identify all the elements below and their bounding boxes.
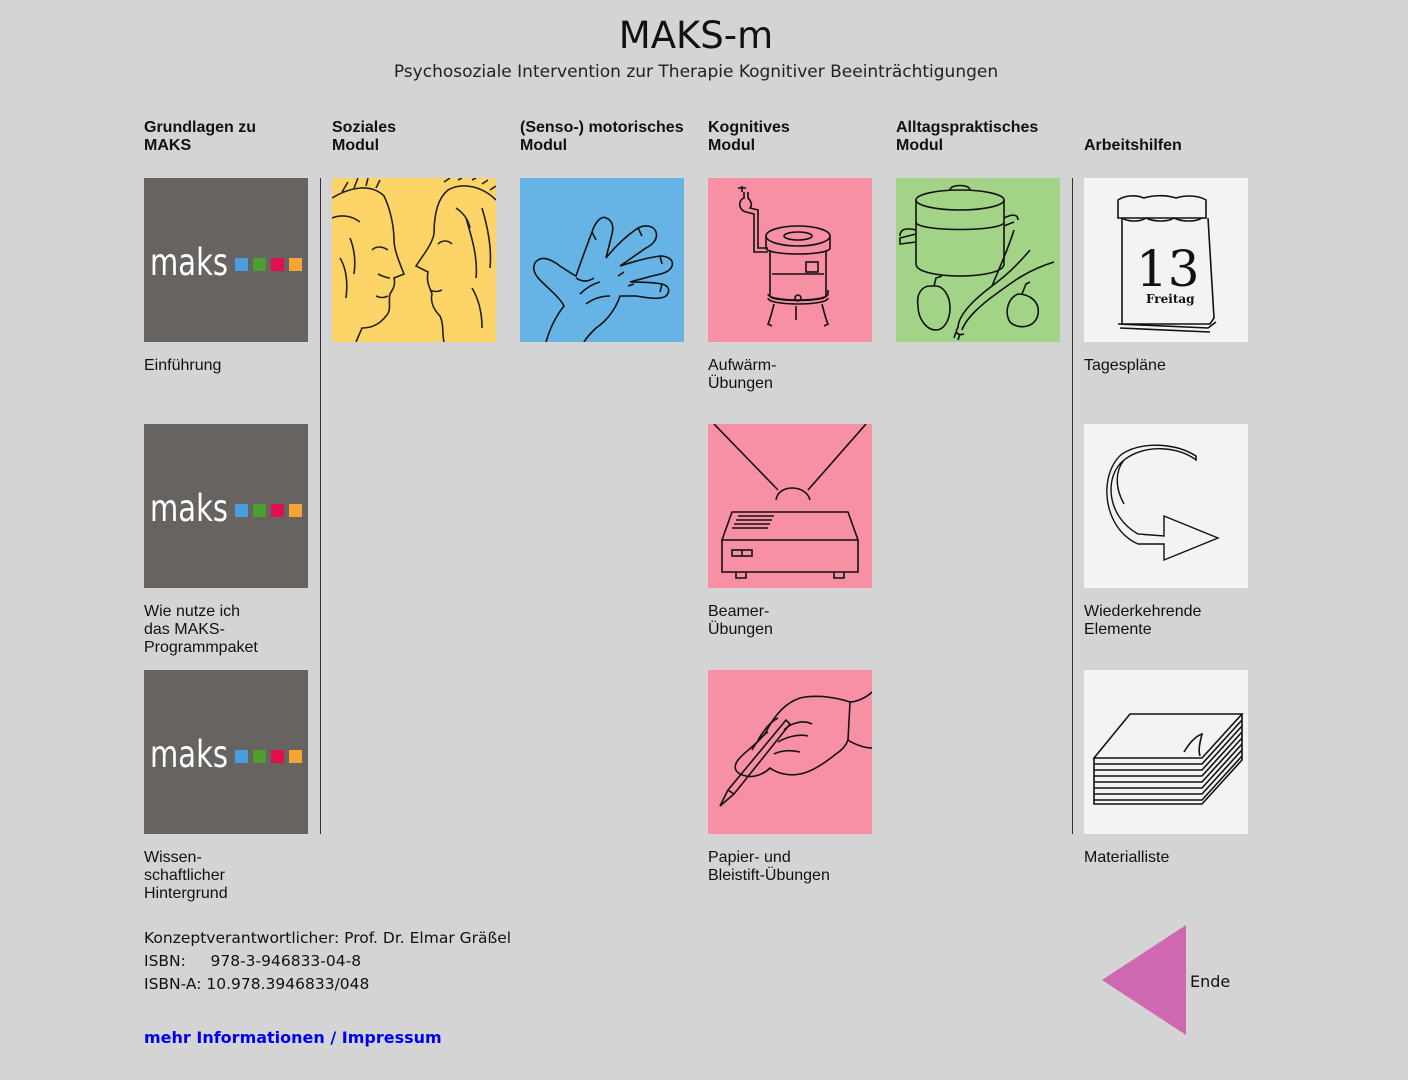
konzept-credit: Konzeptverantwortlicher: Prof. Dr. Elmar… xyxy=(144,929,512,947)
maks-logo-icon: maks xyxy=(150,487,302,530)
tile-motorisches-modul[interactable] xyxy=(520,178,684,342)
column-divider-left xyxy=(320,178,321,834)
paper-stack-icon xyxy=(1092,713,1244,805)
column-heading-text: Alltagspraktisches Modul xyxy=(896,119,1039,154)
two-faces-icon xyxy=(332,178,496,342)
tile-label-papier-bleistift-uebungen[interactable]: Papier- und Bleistift-Übungen xyxy=(708,849,830,884)
tile-label-beamer-uebungen[interactable]: Beamer- Übungen xyxy=(708,603,773,638)
back-triangle-icon[interactable] xyxy=(1102,925,1188,1035)
isbn: ISBN: 978-3-946833-04-8 xyxy=(144,952,362,970)
calendar-weekday: Freitag xyxy=(1146,292,1195,306)
return-arrow-icon xyxy=(1106,444,1220,562)
tile-wiederkehrende-elemente[interactable] xyxy=(1084,424,1248,588)
tile-label-tagesplaene[interactable]: Tagespläne xyxy=(1084,357,1166,374)
column-heading-text: (Senso-) motorisches Modul xyxy=(520,119,684,154)
projector-icon xyxy=(713,424,867,579)
tile-label-materialliste[interactable]: Materialliste xyxy=(1084,849,1170,866)
tile-einfuehrung[interactable]: maks xyxy=(144,178,308,342)
column-heading-text: Grundlagen zu MAKS xyxy=(144,119,256,154)
calendar-icon: 13 Freitag xyxy=(1117,194,1217,333)
column-heading-arbeitshilfen: Arbeitshilfen xyxy=(1084,119,1264,155)
cooking-pot-icon xyxy=(899,184,1055,341)
column-divider-right xyxy=(1072,178,1073,834)
svg-text:maks: maks xyxy=(150,241,228,284)
tile-papier-bleistift-uebungen[interactable] xyxy=(708,670,872,834)
column-heading-text: Kognitives Modul xyxy=(708,119,790,154)
isbn-a: ISBN-A: 10.978.3946833/048 xyxy=(144,975,370,993)
svg-text:maks: maks xyxy=(150,487,228,530)
calendar-day: 13 xyxy=(1136,240,1200,298)
column-heading-text: Arbeitshilfen xyxy=(1084,137,1182,154)
tile-label-wissenschaftlicher-hintergrund[interactable]: Wissen- schaftlicher Hintergrund xyxy=(144,849,228,902)
tile-materialliste[interactable] xyxy=(1084,670,1248,834)
column-heading-kognitiv: Kognitives Modul xyxy=(708,119,888,155)
column-heading-alltag: Alltagspraktisches Modul xyxy=(896,119,1076,155)
column-heading-text: Soziales Modul xyxy=(332,119,397,154)
column-heading-motorisch: (Senso-) motorisches Modul xyxy=(520,119,700,155)
page-title: MAKS-m xyxy=(618,14,774,57)
hand-pencil-icon xyxy=(719,691,872,807)
tile-wissenschaftlicher-hintergrund[interactable]: maks xyxy=(144,670,308,834)
svg-text:maks: maks xyxy=(150,733,228,776)
tile-soziales-modul[interactable] xyxy=(332,178,496,342)
maks-logo-icon: maks xyxy=(150,241,302,284)
page-subtitle: Psychosoziale Intervention zur Therapie … xyxy=(393,62,999,82)
maks-logo-icon: maks xyxy=(150,733,302,776)
more-info-link[interactable]: mehr Informationen / Impressum xyxy=(144,1028,442,1047)
column-heading-grundlagen: Grundlagen zu MAKS xyxy=(144,119,324,155)
tile-alltagspraktisches-modul[interactable] xyxy=(896,178,1060,342)
ende-label[interactable]: Ende xyxy=(1190,972,1231,991)
tile-label-einfuehrung[interactable]: Einführung xyxy=(144,357,222,374)
tile-beamer-uebungen[interactable] xyxy=(708,424,872,588)
tile-tagesplaene[interactable]: 13 Freitag xyxy=(1084,178,1248,342)
tile-label-aufwaerm-uebungen[interactable]: Aufwärm- Übungen xyxy=(708,357,777,392)
tile-label-wiederkehrende-elemente[interactable]: Wiederkehrende Elemente xyxy=(1084,603,1202,638)
column-heading-sozial: Soziales Modul xyxy=(332,119,512,155)
hand-icon xyxy=(532,216,674,342)
stove-icon xyxy=(738,186,831,327)
tile-label-wie-nutze-ich[interactable]: Wie nutze ich das MAKS- Programmpaket xyxy=(144,603,258,656)
tile-wie-nutze-ich[interactable]: maks xyxy=(144,424,308,588)
tile-aufwaerm-uebungen[interactable] xyxy=(708,178,872,342)
